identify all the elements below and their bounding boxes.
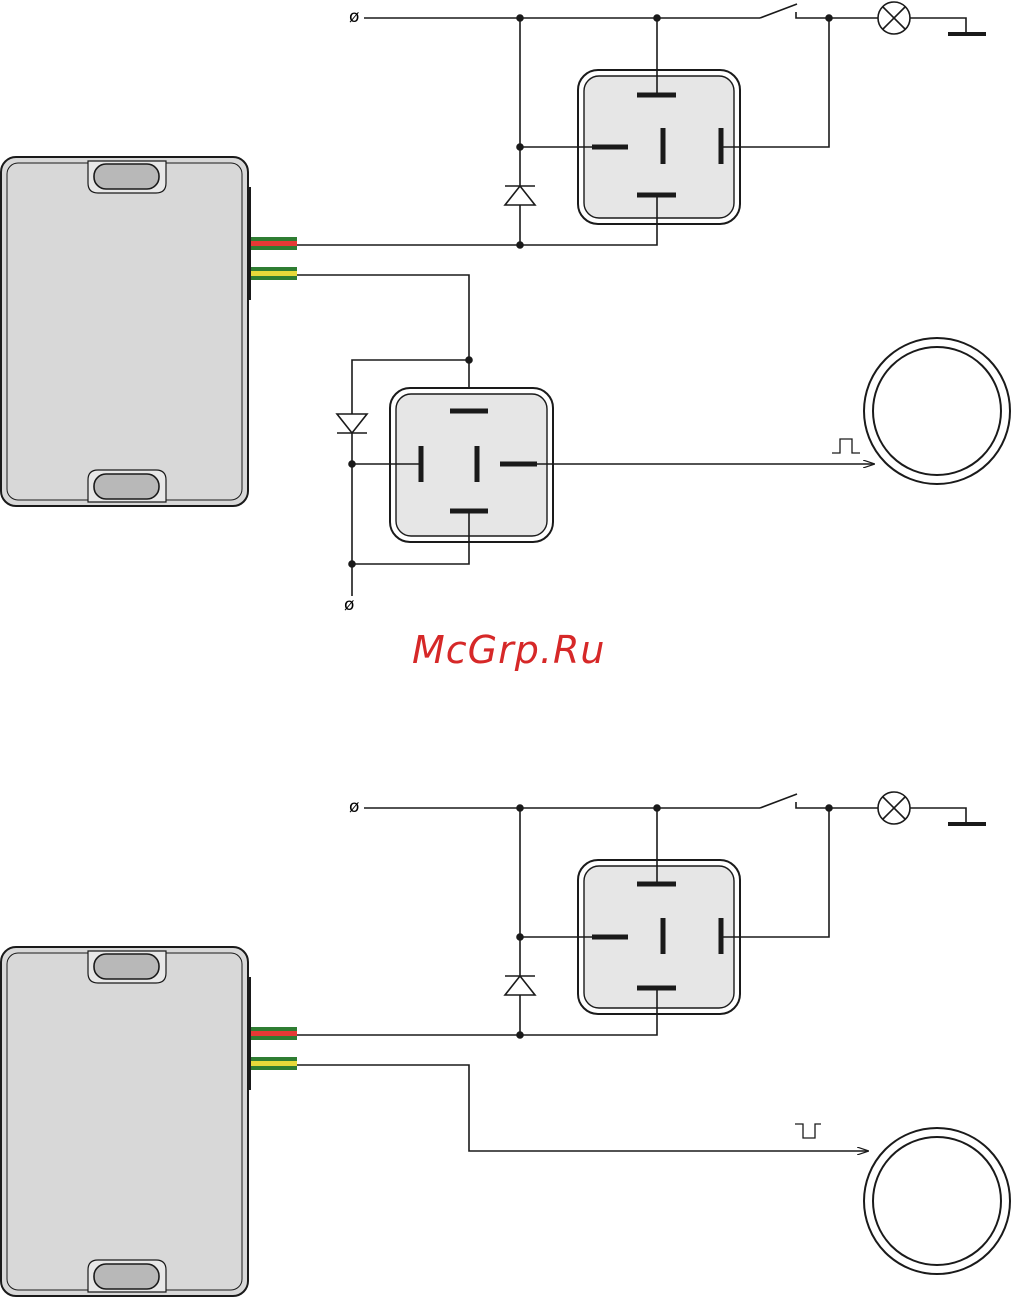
diagram-1 <box>1 2 1010 596</box>
red-green-wire <box>251 1027 297 1040</box>
alarm-module-icon <box>1 157 251 506</box>
lamp-icon <box>878 2 910 34</box>
yellow-green-wire <box>251 267 297 280</box>
diagram-2 <box>1 792 1010 1296</box>
relay-icon <box>390 388 553 542</box>
terminal-symbol: ø <box>349 9 359 26</box>
diode-icon <box>505 976 535 995</box>
relay-icon <box>578 70 740 224</box>
yellow-green-wire <box>251 1057 297 1070</box>
gauge-icon <box>864 1128 1010 1274</box>
terminal-symbol: ø <box>344 597 354 614</box>
lamp-icon <box>878 792 910 824</box>
gauge-icon <box>864 338 1010 484</box>
alarm-module-icon <box>1 947 251 1296</box>
switch-icon <box>760 794 806 808</box>
terminal-symbol: ø <box>349 799 359 816</box>
diode-icon <box>505 186 535 205</box>
red-green-wire <box>251 237 297 250</box>
switch-icon <box>760 4 806 18</box>
diode-icon <box>337 414 367 433</box>
watermark: McGrp.Ru <box>412 628 605 672</box>
negative-pulse-icon <box>795 1124 821 1138</box>
relay-icon <box>578 860 740 1014</box>
positive-pulse-icon <box>832 439 860 453</box>
